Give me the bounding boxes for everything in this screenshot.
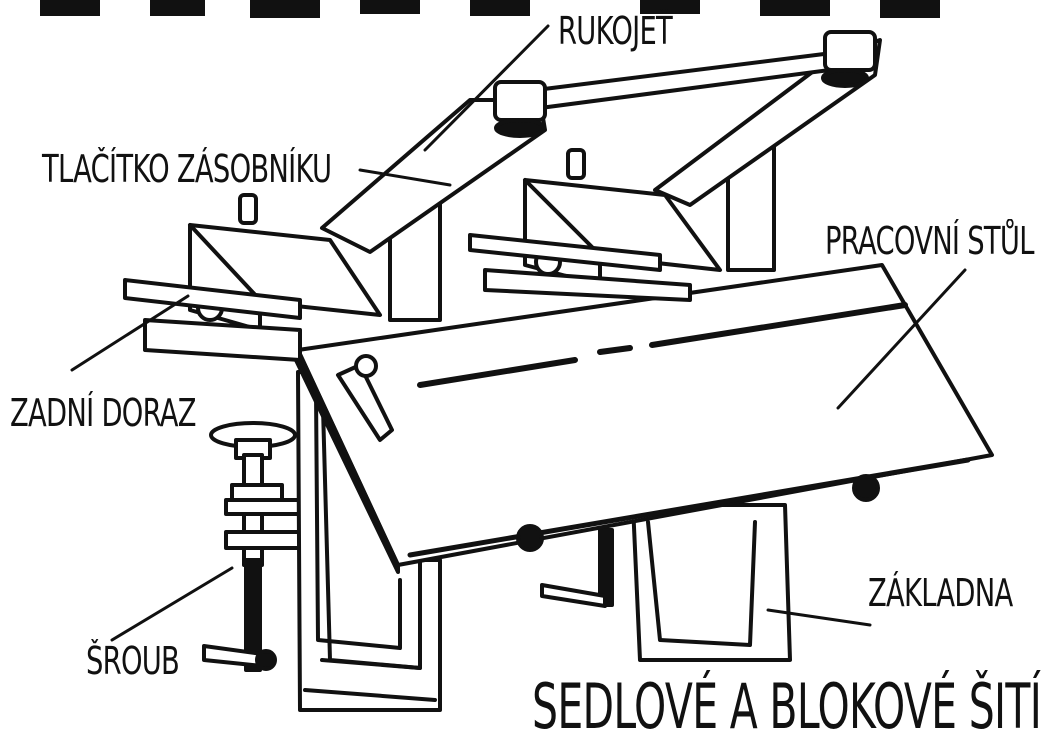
label-base: ZÁKLADNA: [868, 571, 1013, 615]
handle-arm: [320, 30, 882, 254]
label-screw: ŠROUB: [86, 639, 180, 683]
label-handle: RUKOJEŤ: [558, 9, 673, 53]
label-work-table: PRACOVNÍ STŮL: [825, 219, 1034, 263]
label-back-stop: ZADNÍ DORAZ: [10, 391, 197, 435]
leader-line-screw: [110, 566, 234, 642]
cropped-heading-fragment: [40, 0, 940, 18]
right-base-frame: [540, 503, 792, 662]
leader-line-work-table: [836, 268, 967, 410]
leader-line-magazine-button: [358, 168, 452, 187]
label-magazine-button: TLAČÍTKO ZÁSOBNÍKU: [42, 147, 332, 191]
left-base-frame: [296, 370, 442, 712]
locking-lever: [336, 354, 394, 442]
leader-line-base: [766, 608, 872, 627]
leader-line-back-stop: [70, 294, 190, 372]
leader-line-handle: [423, 24, 550, 152]
left-stapler-head: [123, 193, 442, 362]
diagram-caption: SEDLOVÉ A BLOKOVÉ ŠITÍ: [532, 670, 1042, 743]
